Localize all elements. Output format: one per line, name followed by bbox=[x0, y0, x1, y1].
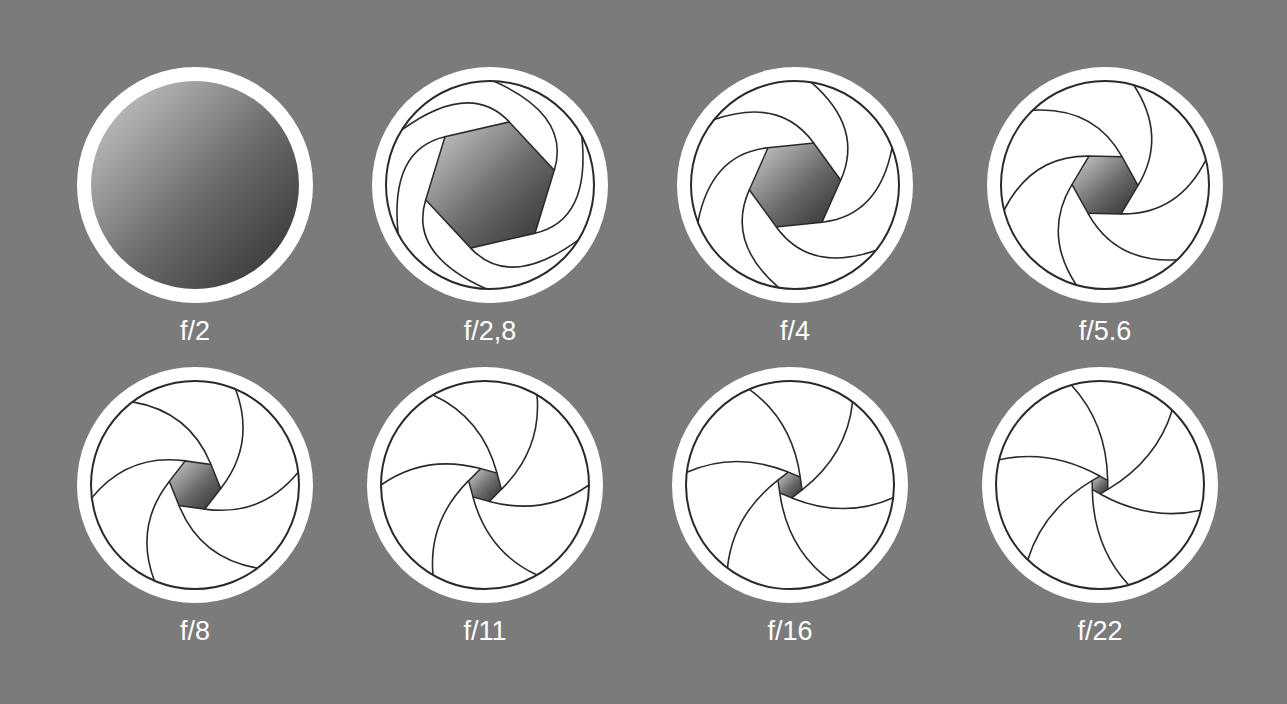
aperture-blade bbox=[221, 389, 243, 488]
aperture-opening bbox=[1072, 156, 1138, 214]
aperture-blade bbox=[1121, 160, 1206, 214]
aperture-blade bbox=[802, 402, 853, 490]
aperture-blade bbox=[1033, 110, 1122, 157]
aperture-blade bbox=[423, 200, 487, 289]
aperture-blade bbox=[535, 136, 583, 233]
aperture-blade bbox=[473, 497, 537, 575]
aperture-blade bbox=[1004, 156, 1089, 210]
f-stop-label: f/11 bbox=[463, 618, 506, 645]
f-stop-label: f/16 bbox=[767, 618, 812, 645]
aperture-blade bbox=[397, 137, 445, 234]
aperture-blade bbox=[432, 481, 468, 575]
aperture-blade bbox=[1058, 184, 1076, 285]
aperture-housing bbox=[691, 81, 899, 289]
aperture-blade bbox=[1108, 410, 1172, 489]
aperture-housing bbox=[381, 381, 589, 589]
aperture-blade bbox=[132, 402, 211, 465]
aperture-blade bbox=[381, 464, 481, 485]
aperture-blade bbox=[179, 506, 258, 569]
aperture-blade bbox=[205, 472, 299, 510]
aperture-blade bbox=[698, 148, 768, 223]
aperture-opening bbox=[469, 469, 502, 502]
f-stop-label: f/22 bbox=[1077, 618, 1122, 645]
aperture-blade bbox=[1088, 213, 1177, 260]
aperture-opening bbox=[91, 81, 299, 289]
f-stop-label: f/2 bbox=[180, 318, 210, 345]
aperture-blade bbox=[822, 148, 892, 223]
aperture-opening bbox=[749, 143, 840, 227]
aperture-housing bbox=[91, 381, 299, 589]
aperture-housing bbox=[386, 81, 594, 289]
aperture-ring bbox=[982, 367, 1218, 603]
f-stop-label: f/2,8 bbox=[464, 318, 517, 345]
aperture-opening bbox=[778, 472, 802, 498]
aperture-ring bbox=[77, 67, 313, 303]
aperture-blade bbox=[811, 82, 848, 180]
f-stop-label: f/8 bbox=[180, 618, 210, 645]
f-stop-label: f/5.6 bbox=[1079, 318, 1132, 345]
aperture-housing bbox=[1001, 81, 1209, 289]
f-stop-label: f/4 bbox=[780, 318, 810, 345]
aperture-blade bbox=[1134, 85, 1152, 186]
aperture-blade bbox=[780, 493, 831, 581]
aperture-blade bbox=[727, 480, 778, 568]
aperture-blade bbox=[776, 227, 876, 258]
aperture-opening bbox=[169, 461, 220, 509]
aperture-blade bbox=[92, 460, 186, 498]
aperture-blade bbox=[494, 81, 558, 170]
aperture-blade bbox=[501, 395, 537, 490]
aperture-ring bbox=[77, 367, 313, 603]
aperture-ring bbox=[372, 67, 608, 303]
aperture-blade bbox=[1092, 490, 1128, 585]
aperture-blade bbox=[1028, 481, 1092, 560]
aperture-ring bbox=[672, 367, 908, 603]
aperture-blade bbox=[714, 112, 814, 143]
aperture-blade bbox=[489, 485, 589, 506]
aperture-blade bbox=[433, 395, 497, 473]
aperture-blade bbox=[1100, 494, 1201, 514]
aperture-blade bbox=[147, 481, 169, 580]
aperture-opening bbox=[1092, 476, 1108, 494]
aperture-ring bbox=[987, 67, 1223, 303]
aperture-ring bbox=[367, 367, 603, 603]
aperture-blade bbox=[402, 103, 510, 130]
aperture-housing bbox=[686, 381, 894, 589]
aperture-opening bbox=[426, 122, 555, 248]
aperture-blade bbox=[792, 498, 893, 509]
aperture-blade bbox=[999, 456, 1100, 476]
aperture-ring bbox=[677, 67, 913, 303]
aperture-blade bbox=[742, 190, 779, 288]
aperture-housing bbox=[996, 381, 1204, 589]
aperture-blade bbox=[471, 240, 579, 267]
aperture-blade bbox=[687, 461, 788, 472]
